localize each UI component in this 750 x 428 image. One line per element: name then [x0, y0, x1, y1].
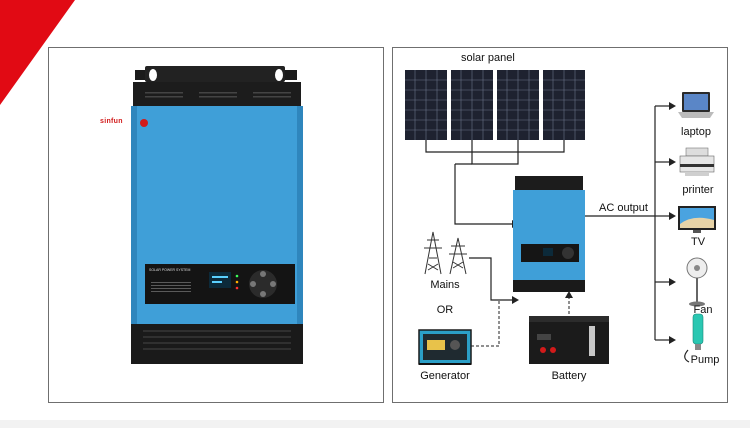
- diagram-svg: [405, 70, 716, 365]
- fan-icon: [686, 257, 708, 307]
- solar-panel-icon: [497, 70, 539, 140]
- mains-label: Mains: [430, 279, 460, 291]
- bottom-strip: [0, 420, 750, 428]
- solar-wiring: [425, 140, 565, 225]
- or-label: OR: [436, 304, 454, 316]
- system-diagram-panel: solar panel AC output Mains OR Generator…: [392, 47, 728, 403]
- generator-icon: [418, 329, 472, 365]
- mains-tower-icon: [424, 231, 467, 275]
- load-label-laptop: laptop: [681, 126, 711, 138]
- solar-panel-icon: [451, 70, 493, 140]
- solar-panel-label: solar panel: [461, 52, 515, 64]
- hook-hole-right-icon: [275, 69, 283, 81]
- solar-panel-icon: [543, 70, 585, 140]
- generator-label: Generator: [420, 370, 470, 382]
- brand-text: sinfun: [100, 118, 123, 125]
- ac-output-wiring: [585, 105, 669, 341]
- mains-wiring: [469, 257, 512, 301]
- inverter-icon: [513, 176, 585, 292]
- battery-icon: [529, 316, 609, 364]
- inverter-illustration: [131, 66, 303, 364]
- load-label-printer: printer: [682, 184, 714, 196]
- laptop-icon: [678, 92, 714, 118]
- tv-icon: [678, 206, 716, 233]
- pump-icon: [684, 313, 704, 363]
- ac-output-label: AC output: [599, 202, 648, 214]
- front-panel-title: SOLAR POWER SYSTEM: [149, 268, 191, 272]
- hook-hole-left-icon: [149, 69, 157, 81]
- load-label-pump: Pump: [690, 354, 720, 366]
- solar-panel-array: [405, 70, 585, 140]
- product-image-panel: sinfun SOLAR POWER SYSTEM: [48, 47, 384, 403]
- solar-panel-icon: [405, 70, 447, 140]
- brand-logo-icon: [140, 119, 148, 127]
- button-pad: [249, 270, 277, 298]
- generator-wiring: [471, 300, 500, 347]
- load-label-fan: Fan: [693, 304, 713, 316]
- lcd-display: [209, 272, 231, 288]
- printer-icon: [679, 147, 715, 176]
- battery-label: Battery: [551, 370, 587, 382]
- load-label-tv: TV: [690, 236, 706, 248]
